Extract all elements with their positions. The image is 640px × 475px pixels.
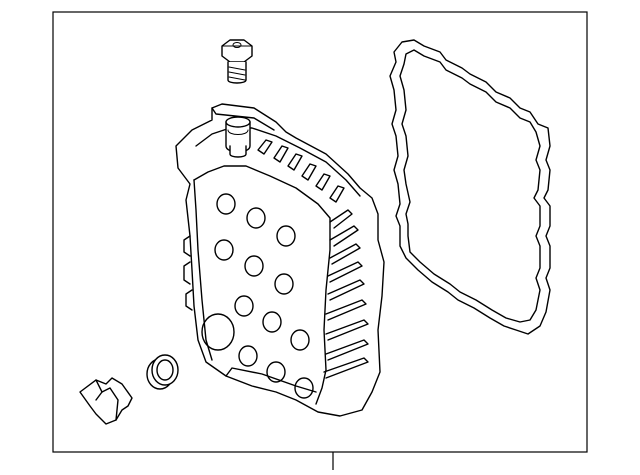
valve-body-icon xyxy=(175,103,385,417)
connector-icon xyxy=(79,377,133,425)
seal-ring-icon xyxy=(146,354,179,390)
bolt-icon xyxy=(221,39,253,84)
gasket-icon xyxy=(389,39,551,335)
solenoid-ports xyxy=(214,193,314,399)
diagram-frame xyxy=(52,11,588,453)
